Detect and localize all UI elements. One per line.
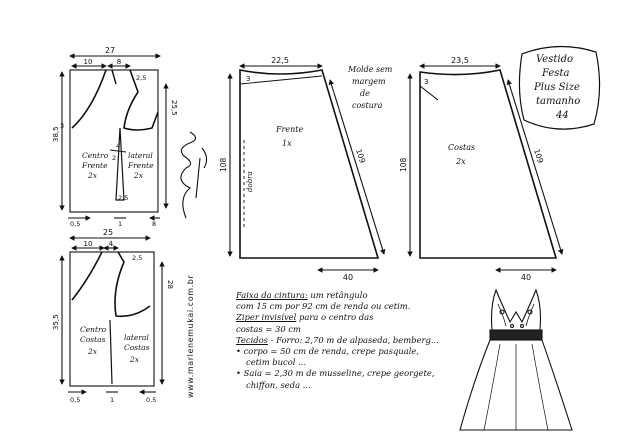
back-skirt-label-2: 2x [455,157,466,166]
front-bodice-left-small: 3 [60,122,64,130]
title-line-1: Vestido [536,54,573,65]
fabric-notes: Faixa da cintura: um retângulo com 15 cm… [236,290,486,391]
website-watermark: www.marlenemukai.com.br [186,274,195,398]
front-neckline [71,69,107,129]
note-line-9: chiffon, seda ... [246,379,311,390]
no-seam-note: Molde sem margem de costura [347,65,393,110]
back-skirt-height: 108 [399,157,408,172]
back-bodice-center-label-2: Costas [80,335,106,344]
front-bodice-top-left: 10 [84,58,93,66]
back-bodice-center-label-1: Centro [80,325,107,334]
front-bodice-right-height: 25,5 [170,100,178,116]
front-skirt-top: 22,5 [271,56,289,65]
dress-sketch [459,288,573,431]
front-bodice-dart-b: 4 [116,142,120,150]
front-bodice-center-label-3: 2x [87,171,98,180]
dress-waistband [489,329,543,341]
signature [180,131,208,219]
front-skirt-label-2: 1x [282,139,292,148]
front-bodice-side-label-3: 2x [133,171,144,180]
back-skirt-pattern [407,63,564,273]
front-bodice-right-top: 2,5 [136,74,146,82]
back-bodice-labels: 25 10 4 2,5 28 35,5 Centro Costas 2x lat… [52,228,174,404]
front-bodice-labels: 27 10 8 2,5 25,5 38,5 3 2 4 2,5 Centro F… [52,46,178,228]
back-bodice-side-label-2: Costas [124,343,150,352]
note-line-8: • Saia = 2,30 m de musseline, crepe geor… [236,368,435,379]
back-skirt-side: 109 [532,148,545,165]
title-line-4: tamanho [536,96,580,107]
back-bodice-center-label-3: 2x [87,347,98,356]
back-skirt-bottom: 40 [521,273,531,282]
note-line-7: cetim bucol ... [246,357,307,368]
back-bodice-side-label-3: 2x [129,355,140,364]
back-bodice-pattern [59,235,165,395]
back-skirt-label-1: Costas [448,143,475,152]
dress-bodice [490,288,542,331]
front-bodice-side-label-1: lateral [128,151,153,160]
svg-text:margem: margem [352,77,386,86]
front-skirt-height: 108 [219,157,228,172]
svg-text:costura: costura [352,101,383,110]
back-bodice-bottom-mid: 1 [110,396,114,404]
note-line-4: costas = 30 cm [236,323,301,334]
front-skirt-bottom: 40 [343,273,353,282]
front-bodice-width: 27 [105,46,115,55]
back-bodice-bottom-right: 0,5 [146,396,156,404]
front-armhole [123,69,159,131]
front-skirt-outline [239,69,380,259]
front-bodice-top-mid: 8 [117,58,121,66]
front-bodice-bottom-left: 0,5 [70,220,80,228]
back-bodice-right-top: 2,5 [132,254,142,262]
front-bodice-side-label-2: Frente [127,161,154,170]
back-bodice-frame [69,251,155,387]
front-bodice-frame [69,69,159,213]
svg-text:de: de [360,89,370,98]
title-badge: Vestido Festa Plus Size tamanho 44 [518,45,601,130]
back-skirt-small: 3 [424,78,428,86]
front-skirt-fold: dobra [246,171,254,192]
front-bodice-bottom-mid: 1 [118,220,122,228]
back-bodice-top-left: 10 [84,240,93,248]
back-neckline [71,251,103,301]
front-bodice-dart-a: 2 [112,154,116,162]
note-line-2: com 15 cm por 92 cm de renda ou cetim. [236,301,411,312]
front-bodice-center-label-2: Frente [81,161,108,170]
back-skirt-labels: 23,5 3 108 109 40 Costas 2x [399,56,545,282]
front-skirt-pattern [227,63,386,273]
front-skirt-label-1: Frente [275,125,303,134]
back-bodice-side-label-1: lateral [124,333,149,342]
front-bodice-pattern [59,53,169,221]
front-skirt-labels: 22,5 3 108 109 40 Frente 1x dobra [219,56,367,282]
note-line-3: Ziper invisível para o centro das [236,312,374,323]
title-line-3: Plus Size [533,82,580,93]
back-armhole [114,251,151,318]
note-line-5: Tecidos - Forro: 2,70 m de alpaseda, bem… [236,334,439,345]
svg-text:Molde sem: Molde sem [347,65,393,74]
front-skirt-small: 3 [246,75,250,83]
back-skirt-top: 23,5 [451,56,469,65]
front-bodice-left-height: 38,5 [52,126,60,142]
note-line-1: Faixa da cintura: um retângulo [236,290,368,300]
back-bodice-top-mid: 4 [109,240,114,248]
front-bodice-center-label-1: Centro [82,151,109,160]
note-line-6: • corpo = 50 cm de renda, crepe pasquale… [236,346,420,357]
front-bodice-dart-c: 2,5 [118,194,128,202]
back-bodice-right-height: 28 [166,280,174,289]
title-line-2: Festa [541,68,569,79]
back-bodice-width: 25 [103,228,113,237]
front-skirt-side: 109 [354,148,367,165]
front-bodice-bottom-right: 8 [152,220,156,228]
title-line-5: 44 [555,110,569,121]
back-bodice-bottom-left: 0,5 [70,396,80,404]
back-bodice-left-height: 35,5 [52,314,60,330]
